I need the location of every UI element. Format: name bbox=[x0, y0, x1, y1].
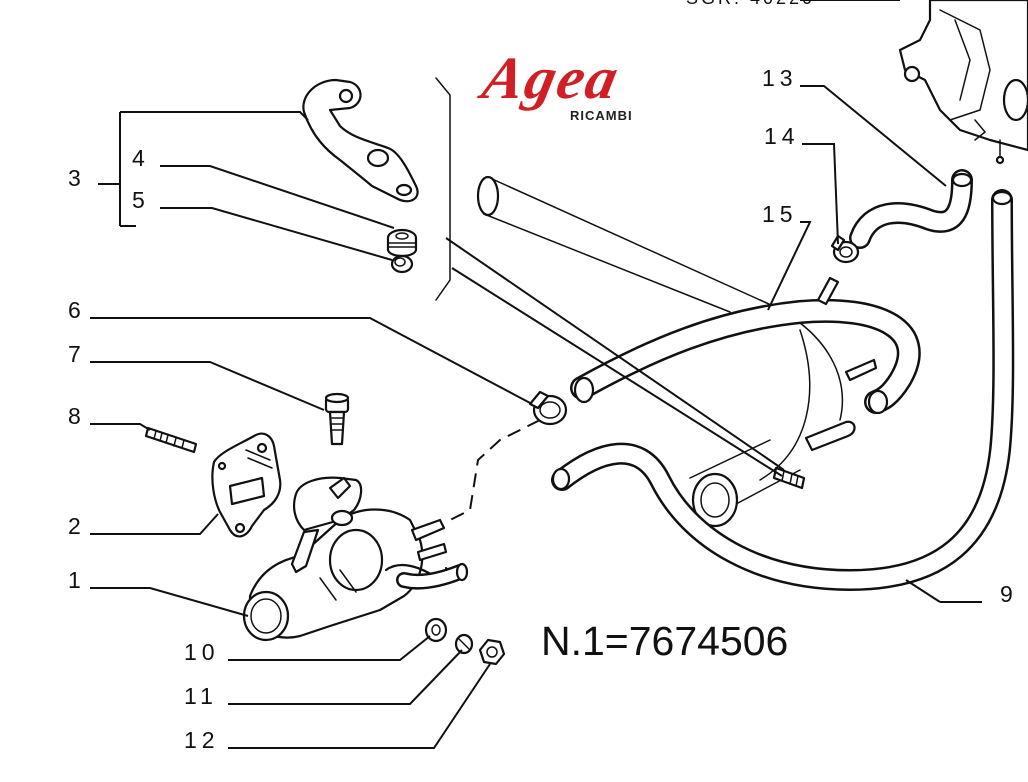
callout-14: 14 bbox=[764, 123, 800, 149]
bushing-5 bbox=[390, 254, 414, 274]
callout-1: 1 bbox=[68, 567, 86, 593]
callout-8: 8 bbox=[68, 403, 86, 429]
callout-9: 9 bbox=[1000, 581, 1018, 607]
callout-10: 10 bbox=[184, 639, 220, 665]
section-break-line bbox=[435, 77, 451, 301]
stud-8 bbox=[144, 426, 198, 454]
hose-clamp-14 bbox=[830, 234, 860, 264]
temperature-sensor-7 bbox=[324, 392, 350, 446]
leader-lines bbox=[90, 0, 982, 749]
spring-washer-11 bbox=[454, 633, 474, 655]
part-number-note: N.1=7674506 bbox=[541, 618, 789, 664]
callout-2: 2 bbox=[68, 513, 86, 539]
brand-subtitle: RICAMBI bbox=[570, 108, 633, 123]
callout-11: 11 bbox=[184, 683, 218, 709]
callout-6: 6 bbox=[68, 297, 86, 323]
hose-9 bbox=[551, 189, 1015, 591]
hose-13 bbox=[849, 169, 973, 249]
bracket-3 bbox=[302, 78, 419, 203]
washer-10 bbox=[424, 617, 448, 643]
stud-on-pipe bbox=[772, 466, 806, 490]
thermostat-housing-1 bbox=[242, 476, 469, 642]
callout-7: 7 bbox=[68, 341, 86, 367]
nut-12 bbox=[478, 638, 506, 666]
hose-15 bbox=[570, 298, 921, 415]
grommet-4 bbox=[386, 228, 418, 258]
dash-chain bbox=[449, 419, 541, 521]
cropped-reference-label: SGR. 40220 bbox=[686, 0, 815, 9]
callout-5: 5 bbox=[132, 187, 150, 213]
throttle-body bbox=[898, 0, 1028, 165]
brand-logo: Agea RICAMBI bbox=[477, 40, 648, 140]
gasket-2 bbox=[211, 432, 282, 538]
callout-13: 13 bbox=[762, 65, 798, 91]
hose-clamp-6 bbox=[528, 390, 568, 426]
callout-15: 15 bbox=[762, 201, 798, 227]
callout-labels: 1 2 3 4 5 6 7 8 9 10 11 12 13 14 15 bbox=[68, 65, 1018, 753]
callout-12: 12 bbox=[184, 727, 220, 753]
pipe-nipples bbox=[804, 276, 878, 452]
callout-3: 3 bbox=[68, 165, 86, 191]
callout-4: 4 bbox=[132, 145, 150, 171]
brand-name: Agea bbox=[477, 45, 626, 111]
